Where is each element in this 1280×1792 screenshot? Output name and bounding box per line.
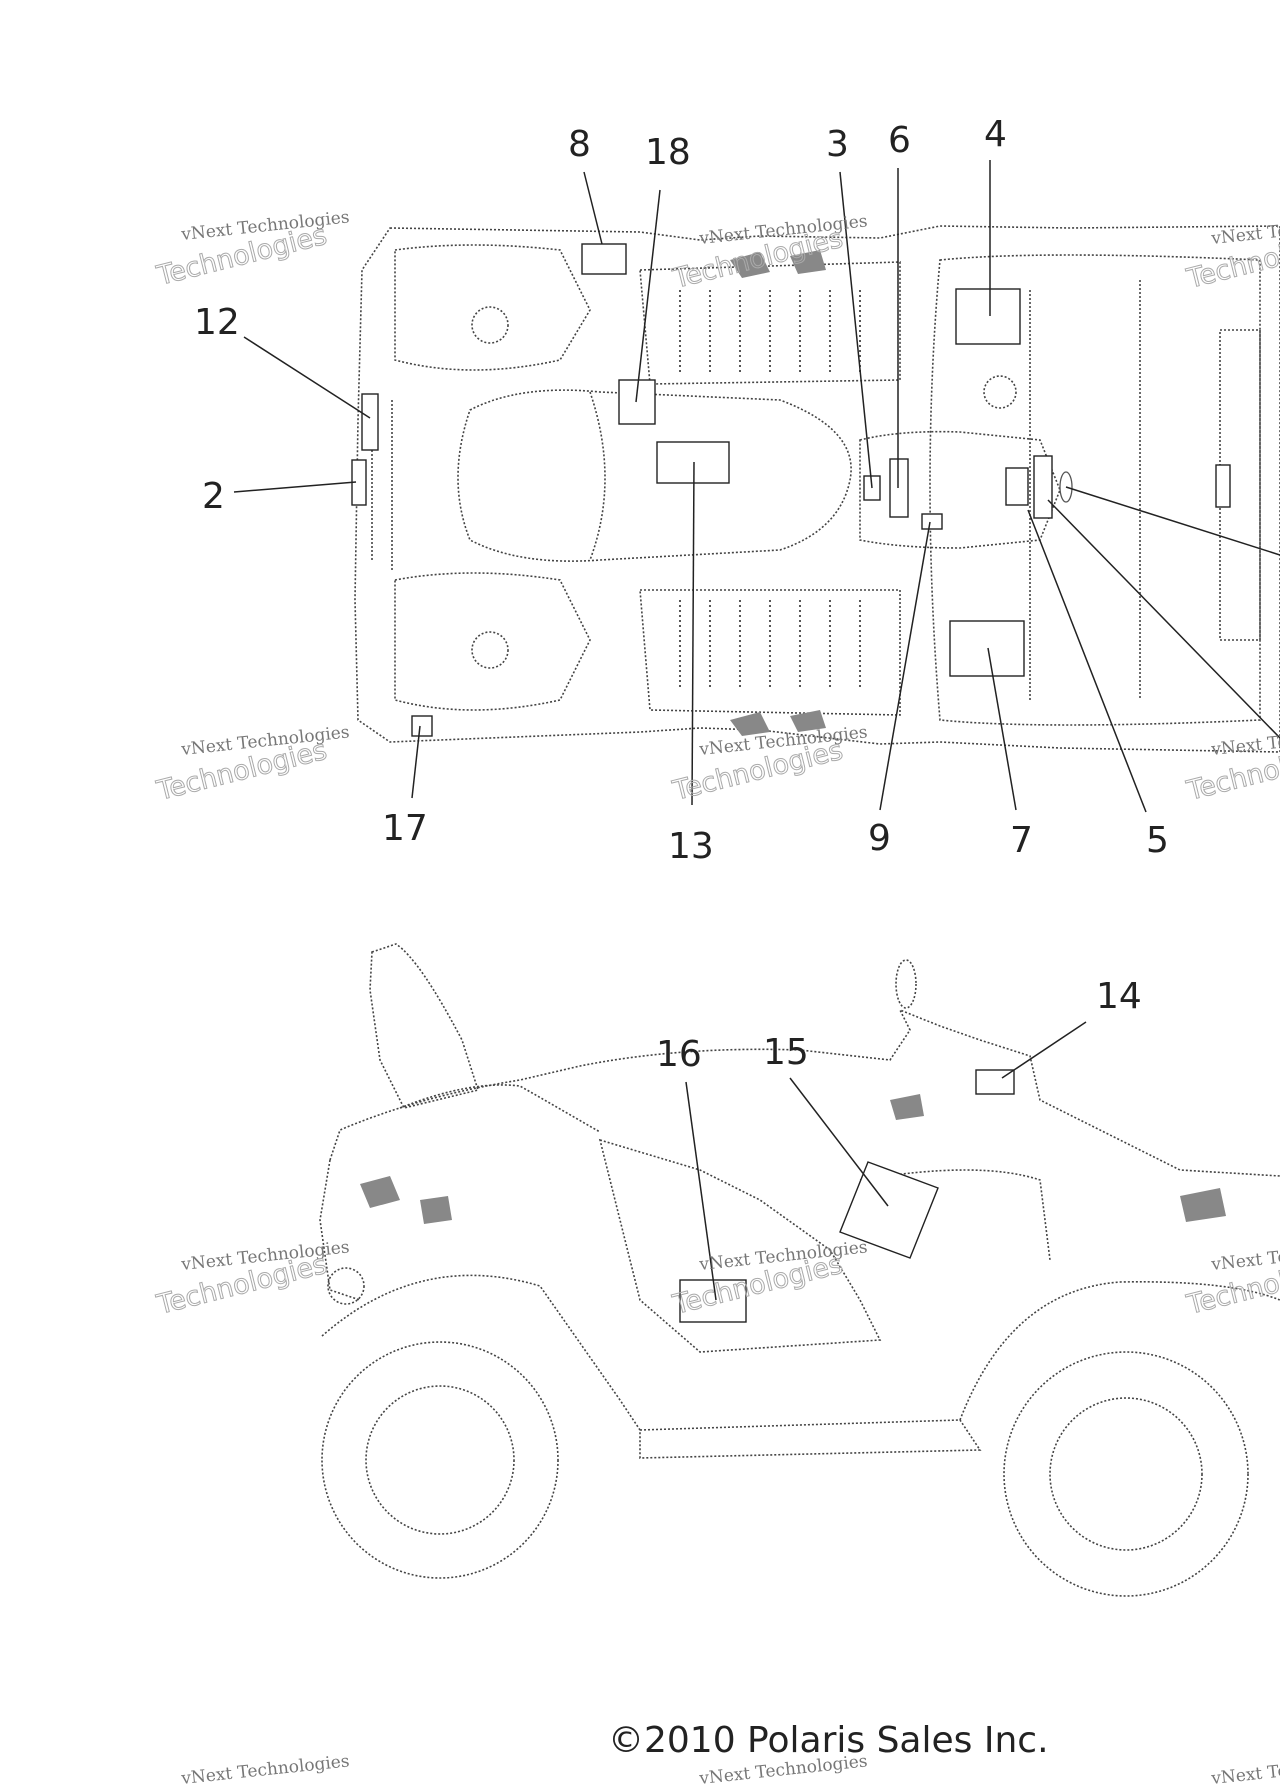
callout-5: 5	[1146, 820, 1169, 861]
callout-18: 18	[645, 132, 691, 173]
decal-6	[889, 458, 909, 518]
callout-12: 12	[194, 302, 240, 343]
callout-3: 3	[826, 124, 849, 165]
callout-16: 16	[656, 1034, 702, 1075]
decal-4	[955, 288, 1021, 345]
atv-side-view	[319, 943, 1280, 1597]
atv-top-view	[233, 160, 1280, 813]
footwell-treads	[679, 250, 861, 736]
rear-wheel	[321, 1341, 559, 1579]
callout-13: 13	[668, 826, 714, 867]
callout-9: 9	[868, 818, 891, 859]
decal-13	[656, 441, 730, 484]
callout-17: 17	[382, 808, 428, 849]
decal-right-edge	[1215, 464, 1231, 508]
callouts-side: 14 16 15	[656, 976, 1142, 1075]
callout-8: 8	[568, 124, 591, 165]
decal-7	[949, 620, 1025, 677]
front-wheel-rim	[1049, 1397, 1203, 1551]
watermark-text: vNext Technologies	[179, 1751, 350, 1789]
front-wheel	[1003, 1351, 1249, 1597]
callout-15: 15	[763, 1032, 809, 1073]
decal-16	[679, 1279, 747, 1323]
callout-2: 2	[202, 476, 225, 517]
decal-15	[839, 1161, 939, 1259]
decal-9	[921, 513, 943, 530]
decal-17	[411, 715, 433, 737]
copyright-notice: ©2010 Polaris Sales Inc.	[608, 1720, 1049, 1761]
rear-wheel-rim	[365, 1385, 515, 1535]
callout-7: 7	[1010, 820, 1033, 861]
decal-8	[581, 243, 627, 275]
callouts-top: 8 18 3 6 4 12 2 17 13 9 7 5	[194, 114, 1169, 867]
callout-4: 4	[984, 114, 1007, 155]
decal-5b	[1033, 455, 1053, 519]
callout-14: 14	[1096, 976, 1142, 1017]
decal-5	[1005, 467, 1029, 506]
watermark-text: vNext Technologies	[1209, 1751, 1280, 1789]
callout-6: 6	[888, 120, 911, 161]
decal-12	[361, 393, 379, 451]
